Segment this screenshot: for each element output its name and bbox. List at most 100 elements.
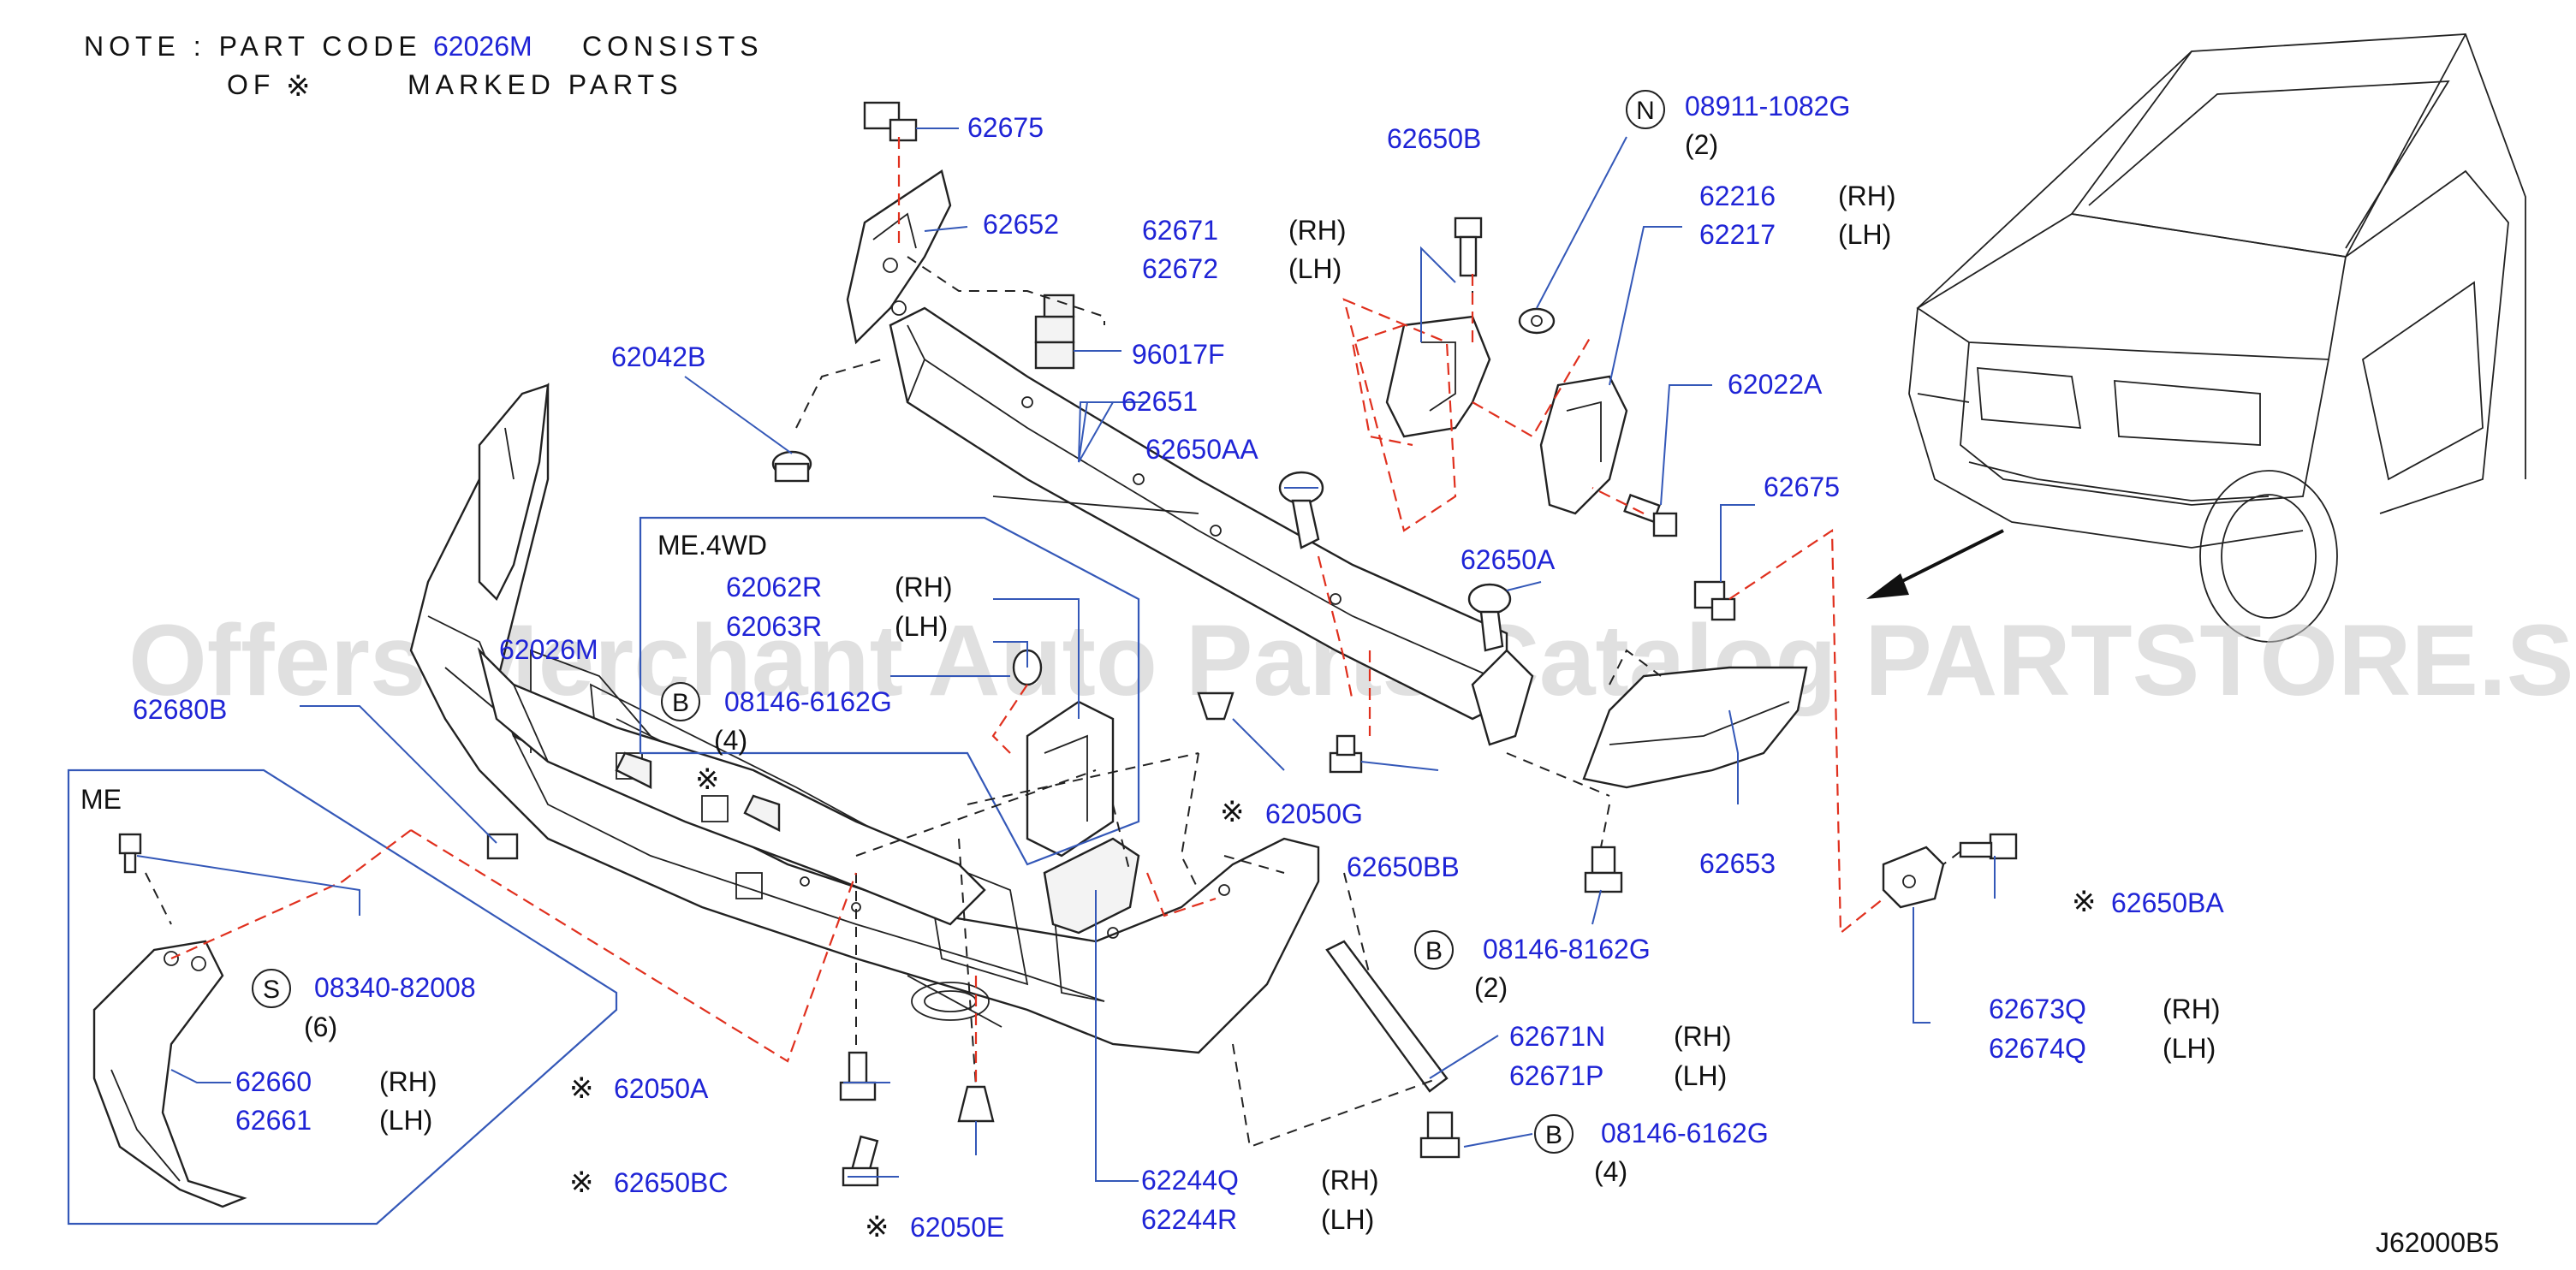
note-block: NOTE : PART CODE 62026M CONSISTS OF ※ MA…: [84, 31, 764, 104]
callout-62650B[interactable]: 62650B: [1387, 123, 1481, 154]
me-group-label: ME: [80, 784, 122, 815]
bracket-62244Q-62244R: [1043, 837, 1140, 935]
callout-96017F[interactable]: 96017F: [1132, 339, 1225, 370]
callout-62653[interactable]: 62653: [1699, 848, 1776, 879]
callout-62062R[interactable]: 62062R: [726, 572, 822, 602]
note-line1-prefix: NOTE : PART CODE: [84, 31, 422, 62]
side-label-rh: (RH): [1288, 215, 1347, 246]
note-part-code[interactable]: 62026M: [433, 31, 532, 62]
me4wd-group-label: ME.4WD: [657, 530, 767, 561]
callout-62217[interactable]: 62217: [1699, 219, 1776, 250]
circle-b2-symbol: B: [1425, 937, 1443, 965]
star-markers: ※ ※ ※ ※ ※ ※: [569, 763, 2097, 1244]
callout-62650AA[interactable]: 62650AA: [1145, 434, 1258, 465]
side-label-lh: (LH): [379, 1105, 432, 1136]
callout-62650BC[interactable]: 62650BC: [614, 1167, 728, 1198]
bolt-62650B: [1454, 217, 1483, 277]
callout-62042B[interactable]: 62042B: [611, 341, 705, 372]
callout-62671P[interactable]: 62671P: [1509, 1060, 1603, 1091]
direction-arrow-icon: [1866, 529, 2004, 599]
bolt-08146-8162G: [1584, 846, 1623, 893]
callout-62671N[interactable]: 62671N: [1509, 1021, 1605, 1052]
bolt-62022A: [1623, 493, 1678, 537]
callout-62673Q[interactable]: 62673Q: [1989, 994, 2086, 1024]
callout-62660[interactable]: 62660: [235, 1066, 312, 1097]
bracket-62673Q-62674Q: [1882, 846, 1945, 909]
side-extension-62653: [1582, 666, 1808, 789]
symbol-circles: N B B B S: [252, 90, 1665, 1154]
side-label-rh: (RH): [2163, 994, 2221, 1024]
note-line2-prefix: OF: [227, 69, 275, 100]
callout-08146-8162G[interactable]: 08146-8162G: [1483, 934, 1651, 964]
bolt-08146-6162G-lower: [1419, 1111, 1461, 1159]
note-star-icon: ※: [286, 69, 311, 104]
callout-08340-82008[interactable]: 08340-82008: [314, 972, 476, 1003]
qty-label: (4): [714, 725, 747, 756]
side-label-rh: (RH): [1838, 181, 1896, 211]
vehicle-sketch: [1908, 33, 2526, 643]
circle-n-symbol: N: [1636, 97, 1655, 125]
callout-62050E[interactable]: 62050E: [910, 1212, 1004, 1243]
callout-62244Q[interactable]: 62244Q: [1141, 1165, 1239, 1196]
bolt-62650BB: [1329, 734, 1363, 774]
callout-62063R[interactable]: 62063R: [726, 611, 822, 642]
callout-62026M[interactable]: 62026M: [499, 634, 598, 665]
part-callouts: 62675 62652 96017F 62042B 62651 62671 (R…: [133, 91, 2224, 1243]
stay-62671N-62671P: [1325, 940, 1449, 1093]
callout-62050A[interactable]: 62050A: [614, 1073, 709, 1104]
callout-62675-right[interactable]: 62675: [1764, 472, 1840, 502]
callout-62244R[interactable]: 62244R: [1141, 1204, 1237, 1235]
diagram-id: J62000B5: [2376, 1227, 2499, 1258]
bracket-62671-62672: [1385, 315, 1491, 438]
callout-62680B[interactable]: 62680B: [133, 694, 227, 725]
circle-b1-symbol: B: [672, 689, 689, 717]
star-icon: ※: [2072, 885, 2097, 919]
callout-62661[interactable]: 62661: [235, 1105, 312, 1136]
qty-label: (2): [1474, 972, 1508, 1003]
side-label-lh: (LH): [1674, 1060, 1727, 1091]
clip-62050G: [1197, 691, 1234, 721]
callout-08911-1082G[interactable]: 08911-1082G: [1685, 91, 1850, 122]
leader-lines: [136, 128, 1996, 1182]
qty-label: (4): [1594, 1156, 1627, 1187]
clip-62050E: [957, 1085, 995, 1123]
nut-08911-1082G: [1518, 307, 1556, 335]
callout-62650BB[interactable]: 62650BB: [1347, 852, 1460, 882]
qty-label: (6): [304, 1012, 337, 1042]
side-label-rh: (RH): [895, 572, 953, 602]
me4wd-group: ME.4WD: [639, 516, 1140, 866]
bracket-62216-62217: [1539, 375, 1628, 515]
side-label-lh: (LH): [1838, 219, 1891, 250]
callout-62651[interactable]: 62651: [1121, 386, 1198, 417]
clip-62675-right: [1693, 580, 1736, 621]
bolt-62050A: [839, 1051, 877, 1101]
callout-08146-6162G-upper[interactable]: 08146-6162G: [724, 686, 892, 717]
circle-s-symbol: S: [263, 976, 280, 1004]
callout-62216[interactable]: 62216: [1699, 181, 1776, 211]
callout-08146-6162G-lower[interactable]: 08146-6162G: [1601, 1118, 1769, 1148]
bolt-62650BA: [1959, 833, 2018, 860]
callout-62022A[interactable]: 62022A: [1728, 369, 1823, 400]
side-label-lh: (LH): [2163, 1033, 2216, 1064]
side-label-lh: (LH): [1288, 253, 1342, 284]
side-label-rh: (RH): [1674, 1021, 1732, 1052]
side-label-rh: (RH): [1321, 1165, 1379, 1196]
side-label-rh: (RH): [379, 1066, 437, 1097]
callout-62674Q[interactable]: 62674Q: [1989, 1033, 2086, 1064]
clip-62675-top: [863, 101, 918, 142]
callout-62671[interactable]: 62671: [1142, 215, 1218, 246]
star-icon: ※: [569, 1071, 594, 1106]
callout-62652[interactable]: 62652: [983, 209, 1059, 240]
bolt-62650BC: [842, 1135, 879, 1187]
star-icon: ※: [569, 1166, 594, 1200]
callout-62650A[interactable]: 62650A: [1461, 544, 1556, 575]
note-line1-suffix: CONSISTS: [582, 31, 764, 62]
callout-62675-top[interactable]: 62675: [967, 112, 1044, 143]
callout-62650BA[interactable]: 62650BA: [2111, 887, 2224, 918]
callout-62050G[interactable]: 62050G: [1265, 798, 1363, 829]
pad-96017F: [1034, 294, 1075, 370]
me-group: ME: [67, 769, 618, 1225]
bracket-62652: [846, 169, 952, 345]
callout-62672[interactable]: 62672: [1142, 253, 1218, 284]
